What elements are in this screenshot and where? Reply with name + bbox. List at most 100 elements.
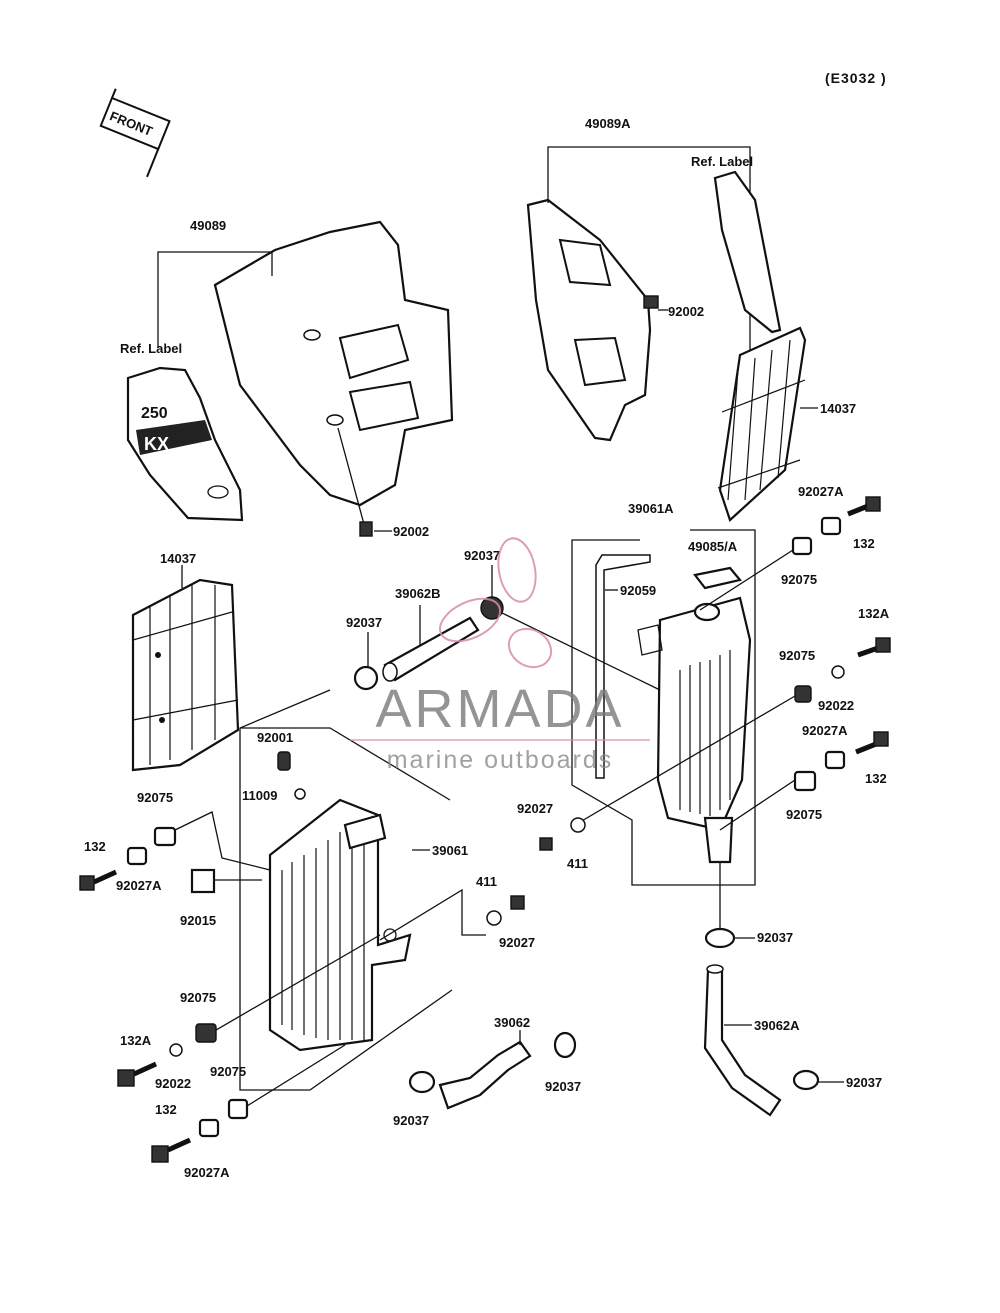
cap-49085A [693, 566, 742, 590]
grommet-92075-l3 [227, 1098, 249, 1120]
clamp-92037-l [353, 665, 379, 691]
bolt-132-l1 [79, 869, 118, 891]
armada-logo-icon [439, 537, 553, 669]
collar-92027A-r2 [824, 750, 846, 770]
callout-92075-r2: 92075 [779, 648, 815, 663]
watermark-name: ARMADA [375, 679, 624, 739]
grommet-92075-r1 [791, 536, 813, 556]
callout-92022-l: 92022 [155, 1076, 191, 1091]
decal-model-number: 250 [141, 405, 168, 422]
right-ref-label-decal [713, 170, 782, 334]
callout-92015: 92015 [180, 913, 216, 928]
callout-92037-b2: 92037 [545, 1079, 581, 1094]
group-bracket-39061A [571, 529, 756, 886]
hose-39062 [438, 1040, 532, 1110]
callout-92075-r3: 92075 [786, 807, 822, 822]
bolt-132-l2 [151, 1137, 192, 1163]
bolt-92027-c [510, 895, 525, 910]
watermark-tagline: marine outboards [387, 746, 614, 774]
callout-92027A-l1: 92027A [116, 878, 162, 893]
washer-411-c [486, 910, 502, 926]
group-bracket-39061 [239, 689, 453, 1091]
bolt-132-r1 [847, 496, 881, 517]
bolt-132A-r [857, 637, 891, 658]
washer-11009 [294, 788, 306, 800]
callout-132-r2: 132 [865, 771, 887, 786]
overflow-tube-92059 [595, 554, 651, 779]
callout-132-r1: 132 [853, 536, 875, 551]
washer-92022-l [169, 1043, 183, 1057]
callout-92059: 92059 [620, 583, 656, 598]
grille-14037-right [717, 326, 807, 522]
callout-ref-label-left: Ref. Label [120, 341, 182, 356]
grommet-92075-l1 [153, 826, 177, 847]
callout-92075-r1: 92075 [781, 572, 817, 587]
clamp-92037-b3 [792, 1069, 820, 1091]
callout-49089A: 49089A [585, 116, 631, 131]
callout-49085A: 49085/A [688, 539, 738, 554]
callout-92075-l1: 92075 [137, 790, 173, 805]
callout-92037-b1: 92037 [393, 1113, 429, 1128]
grommet-92075-r3 [793, 770, 817, 792]
callout-92037-r: 92037 [757, 930, 793, 945]
callout-132-l1: 132 [84, 839, 106, 854]
washer-92022-r [831, 665, 845, 679]
left-shroud [213, 220, 454, 507]
callout-39062: 39062 [494, 1015, 530, 1030]
clamp-92037-b1 [408, 1070, 436, 1094]
callout-92027A-l2: 92027A [184, 1165, 230, 1180]
callout-92001: 92001 [257, 730, 293, 745]
callout-92022-r: 92022 [818, 698, 854, 713]
callout-92027-r: 92027 [517, 801, 553, 816]
callout-92002-b: 92002 [668, 304, 704, 319]
right-shroud [526, 198, 652, 442]
hose-39062B [382, 616, 480, 682]
collar-92027A-l2 [198, 1118, 220, 1138]
callout-11009: 11009 [242, 788, 277, 803]
callout-92075-l3: 92075 [210, 1064, 246, 1079]
callout-132-l2: 132 [155, 1102, 177, 1117]
left-ref-label-decal: 250 KX [126, 366, 244, 522]
bolt-132A-l [117, 1061, 158, 1087]
callout-39061: 39061 [432, 843, 468, 858]
callout-92075-l2: 92075 [180, 990, 216, 1005]
callout-132A-r: 132A [858, 606, 890, 621]
washer-411-r [570, 817, 586, 833]
callout-ref-label-right: Ref. Label [691, 154, 753, 169]
clamp-92037-b2 [553, 1031, 577, 1059]
grommet-92075-l2 [195, 1023, 217, 1043]
collar-92027A-r1 [820, 516, 842, 536]
bolt-92027-r [539, 837, 553, 851]
callout-92037-l: 92037 [346, 615, 382, 630]
callout-92027A-r2: 92027A [802, 723, 848, 738]
callout-49089: 49089 [190, 218, 226, 233]
bolt-92002-right [643, 295, 659, 309]
radiator-39061 [268, 798, 412, 1052]
callout-411-r: 411 [567, 856, 588, 871]
front-arrow-icon: FRONT [99, 88, 171, 178]
callout-132A-l: 132A [120, 1033, 152, 1048]
callout-39061A: 39061A [628, 501, 674, 516]
diagram-code: (E3032 ) [825, 70, 887, 86]
grille-14037-left [131, 578, 240, 772]
grommet-92075-r2 [794, 685, 812, 703]
callout-92027A-r1: 92027A [798, 484, 844, 499]
callout-92037-b3: 92037 [846, 1075, 882, 1090]
bracket-92015 [190, 868, 216, 894]
clamp-92037-r [704, 927, 736, 949]
callout-411-c: 411 [476, 874, 497, 889]
callout-14037-right: 14037 [820, 401, 856, 416]
callout-92002-a: 92002 [393, 524, 429, 539]
collar-92027A-l1 [126, 846, 148, 866]
radiator-39061A [637, 596, 752, 864]
callout-39062A: 39062A [754, 1018, 800, 1033]
callout-92027-c: 92027 [499, 935, 535, 950]
bolt-92002-left [359, 521, 373, 537]
bolt-132-r2 [855, 731, 889, 755]
decal-brand: KX [144, 434, 169, 454]
callout-39062B: 39062B [395, 586, 441, 601]
bolt-92001 [277, 751, 291, 771]
callout-92037-top: 92037 [464, 548, 500, 563]
hose-39062A [703, 964, 782, 1117]
